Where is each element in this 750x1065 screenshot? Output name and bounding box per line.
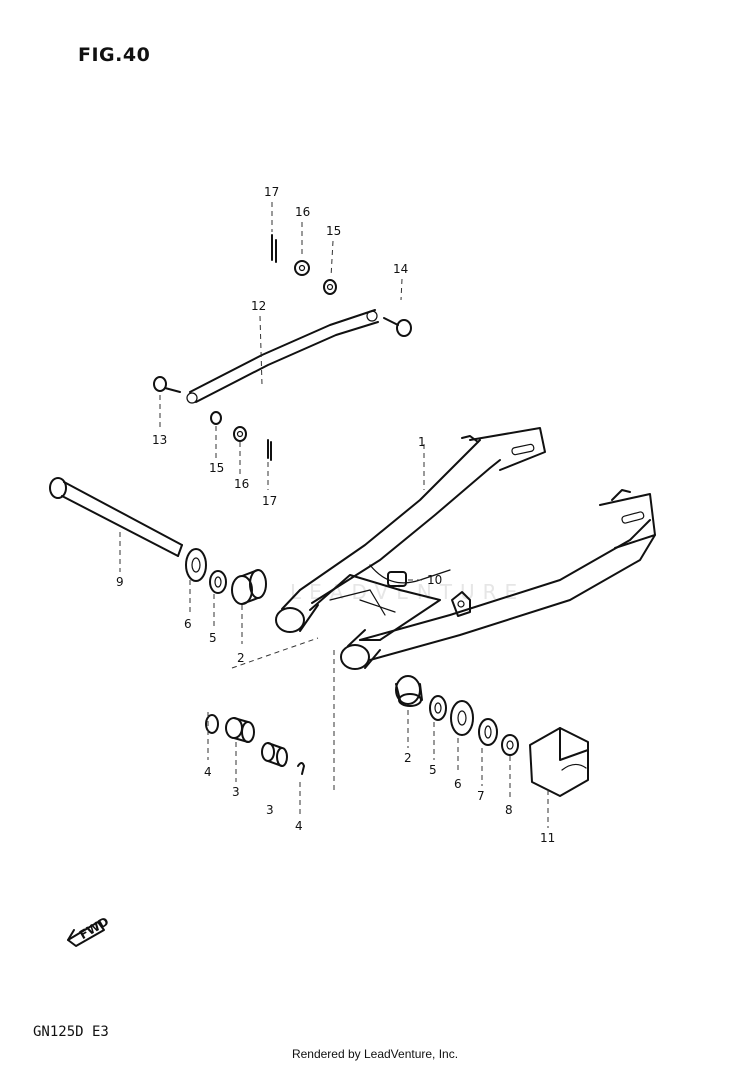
callout-3a: 3 — [232, 785, 240, 799]
leader-lines — [119, 202, 549, 828]
callout-2a: 2 — [237, 651, 245, 665]
callout-6a: 6 — [184, 617, 192, 631]
callout-16a: 16 — [295, 205, 310, 219]
model-code: GN125D E3 — [33, 1024, 109, 1040]
callout-2b: 2 — [404, 751, 412, 765]
torque-link — [186, 309, 379, 404]
callout-11: 11 — [540, 831, 555, 845]
bushing-2a — [231, 569, 267, 605]
pivot-shaft — [49, 477, 183, 557]
washer-5b — [429, 695, 447, 721]
callout-4a: 4 — [204, 765, 212, 779]
figure-title: FIG.40 — [78, 44, 151, 66]
nut-16a — [294, 260, 310, 276]
washer-5a — [209, 570, 227, 594]
bushing-3a — [225, 717, 255, 743]
callout-10: 10 — [427, 573, 442, 587]
bolt-14 — [383, 317, 412, 337]
callout-9: 9 — [116, 575, 124, 589]
callout-16b: 16 — [234, 477, 249, 491]
nut-10 — [387, 571, 407, 587]
callout-17b: 17 — [262, 494, 277, 508]
callout-14: 14 — [393, 262, 408, 276]
callout-13: 13 — [152, 433, 167, 447]
nut-16b — [233, 426, 247, 442]
cotter-pin-17b — [267, 439, 272, 461]
callout-4b: 4 — [295, 819, 303, 833]
forward-arrow-icon — [67, 921, 105, 947]
washer-15a — [323, 279, 337, 295]
callout-numbers: 17 16 15 14 12 13 15 16 17 1 9 6 5 2 10 … — [77, 185, 555, 942]
callout-15b: 15 — [209, 461, 224, 475]
seal-4a — [205, 714, 219, 734]
callout-3b: 3 — [266, 803, 274, 817]
bushing-2b — [395, 675, 423, 707]
footer-credit: Rendered by LeadVenture, Inc. — [291, 1047, 459, 1061]
washer-6a — [185, 548, 207, 582]
nut-8 — [501, 734, 519, 756]
forward-label: FWD — [77, 914, 111, 942]
swingarm — [275, 427, 656, 670]
callout-15a: 15 — [326, 224, 341, 238]
cap-11 — [529, 727, 589, 797]
callout-8: 8 — [505, 803, 513, 817]
callout-1: 1 — [418, 435, 426, 449]
seal-4b — [297, 762, 305, 775]
bushing-3b — [261, 742, 288, 767]
washer-6b — [450, 700, 474, 736]
callout-5b: 5 — [429, 763, 437, 777]
washer-15b — [210, 411, 222, 425]
washer-7 — [478, 718, 498, 746]
callout-5a: 5 — [209, 631, 217, 645]
callout-7: 7 — [477, 789, 485, 803]
callout-6b: 6 — [454, 777, 462, 791]
cotter-pin-17a — [271, 234, 277, 263]
callout-17a: 17 — [264, 185, 279, 199]
bolt-13 — [153, 376, 181, 393]
callout-12: 12 — [251, 299, 266, 313]
